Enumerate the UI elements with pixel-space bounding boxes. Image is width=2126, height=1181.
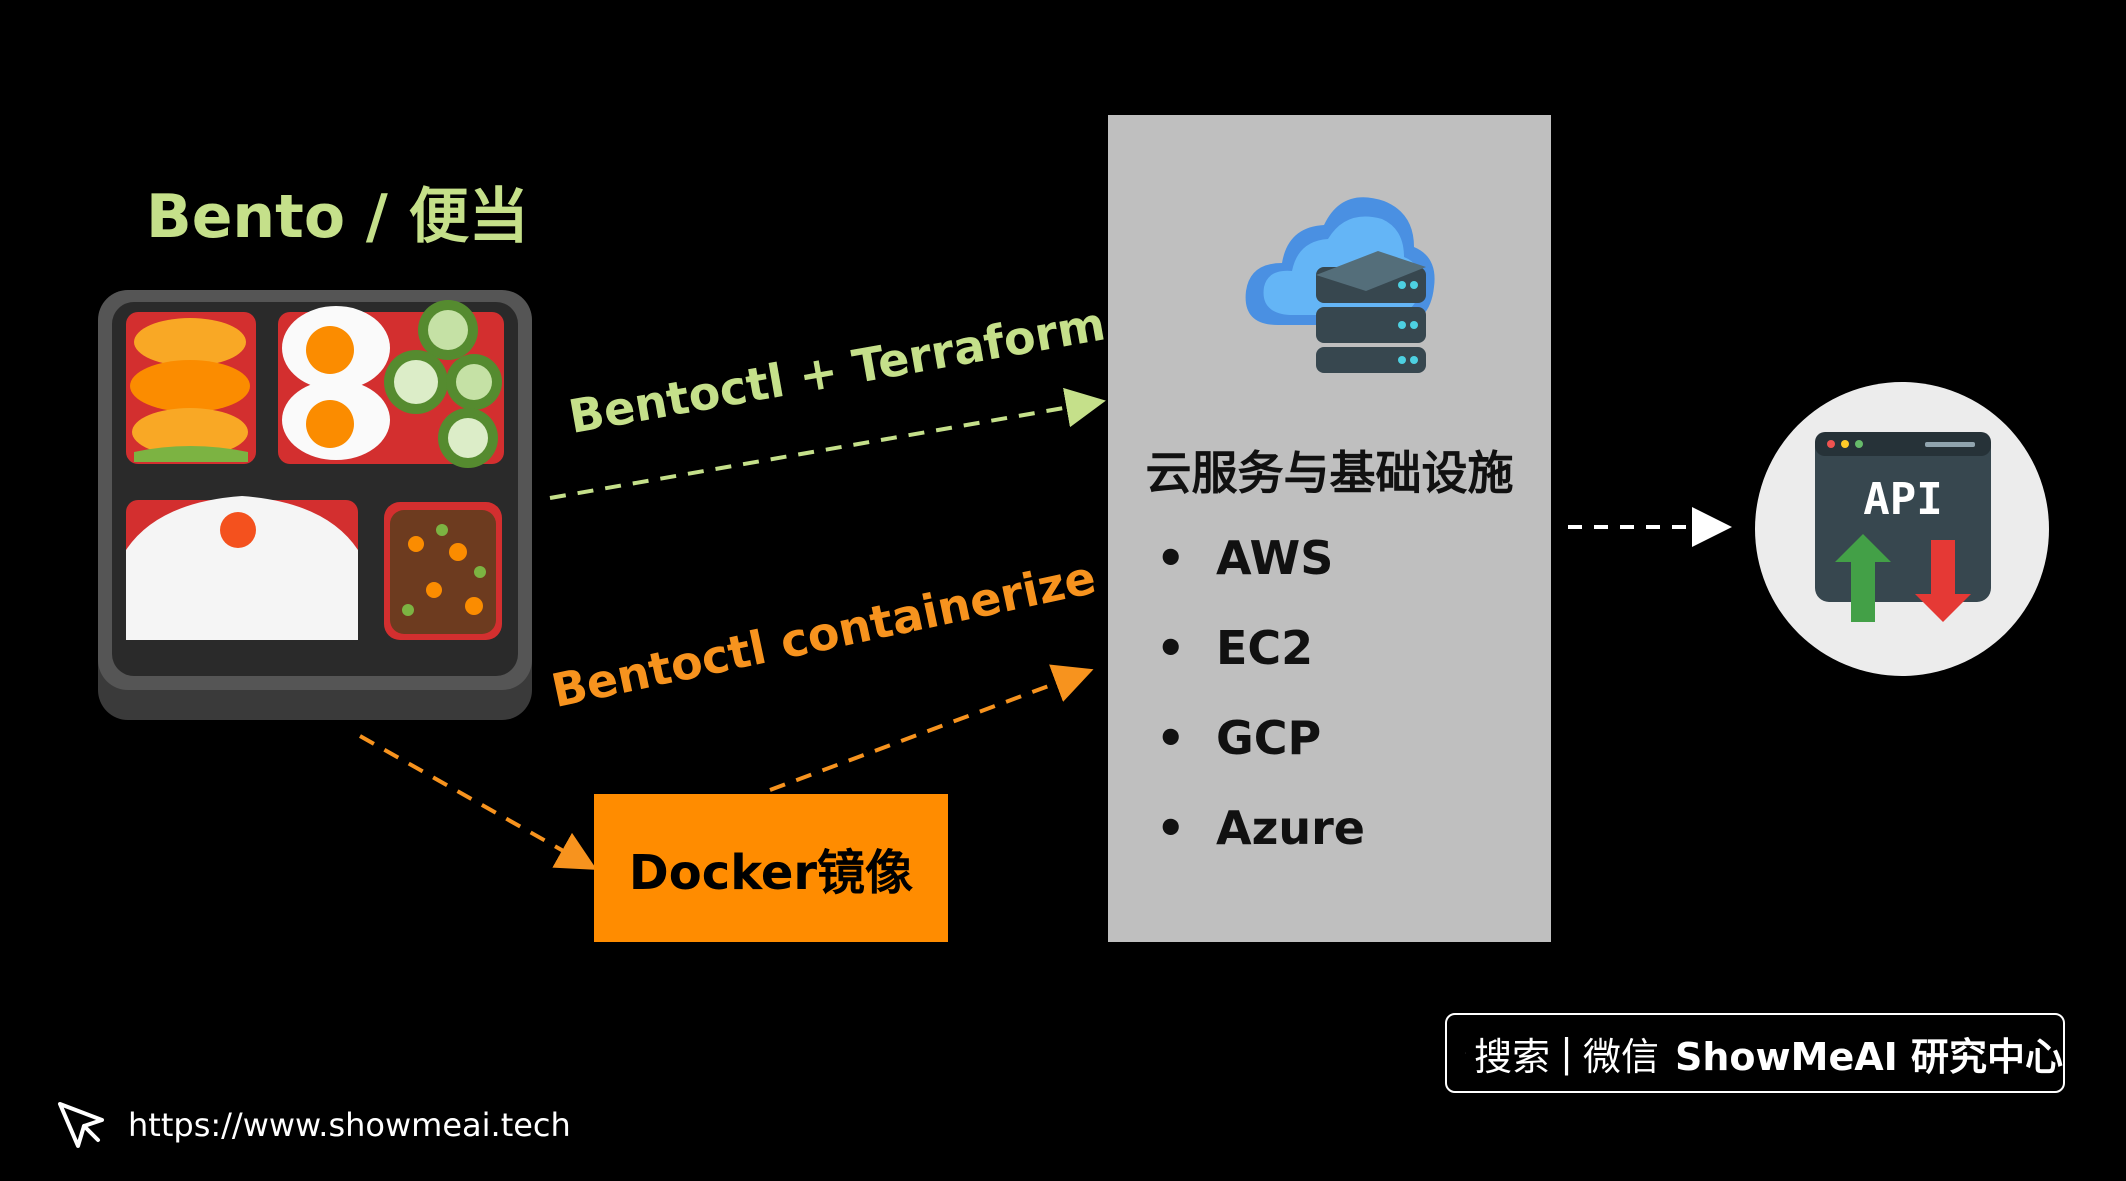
badge-separator: | [1560, 1031, 1573, 1075]
search-label: 搜索 [1474, 1034, 1551, 1079]
api-circle: API [1755, 382, 2049, 676]
brand-label: ShowMeAI 研究中心 [1675, 1034, 2063, 1079]
search-badge: 搜索 | 微信 ShowMeAI 研究中心 [1445, 1013, 2065, 1093]
search-icon [1465, 1052, 1467, 1054]
api-label: API [1863, 474, 1942, 525]
terraform-arrow [549, 387, 1106, 500]
wechat-label: 微信 [1582, 1034, 1659, 1079]
cloud-panel: 云服务与基础设施 •AWS •EC2 •GCP •Azure [1108, 115, 1551, 942]
docker-to-cloud-arrow [769, 664, 1094, 792]
cloud-item-gcp: •GCP [1156, 711, 1322, 765]
bento-box-icon [98, 290, 532, 720]
docker-image-label: Docker镜像 [628, 845, 914, 901]
cloud-item-aws: •AWS [1156, 531, 1334, 585]
docker-image-box: Docker镜像 [594, 794, 948, 942]
cloud-item-ec2: •EC2 [1156, 621, 1314, 675]
cursor-icon [58, 1102, 104, 1148]
cloud-title: 云服务与基础设施 [1145, 446, 1514, 500]
bento-title: Bento / 便当 [146, 182, 529, 252]
api-icon: API [1815, 432, 1991, 622]
bento-to-docker-arrow [359, 734, 597, 870]
website-url[interactable]: https://www.showmeai.tech [128, 1106, 571, 1144]
cloud-item-azure: •Azure [1156, 801, 1366, 855]
cloud-server-icon [1245, 197, 1435, 373]
